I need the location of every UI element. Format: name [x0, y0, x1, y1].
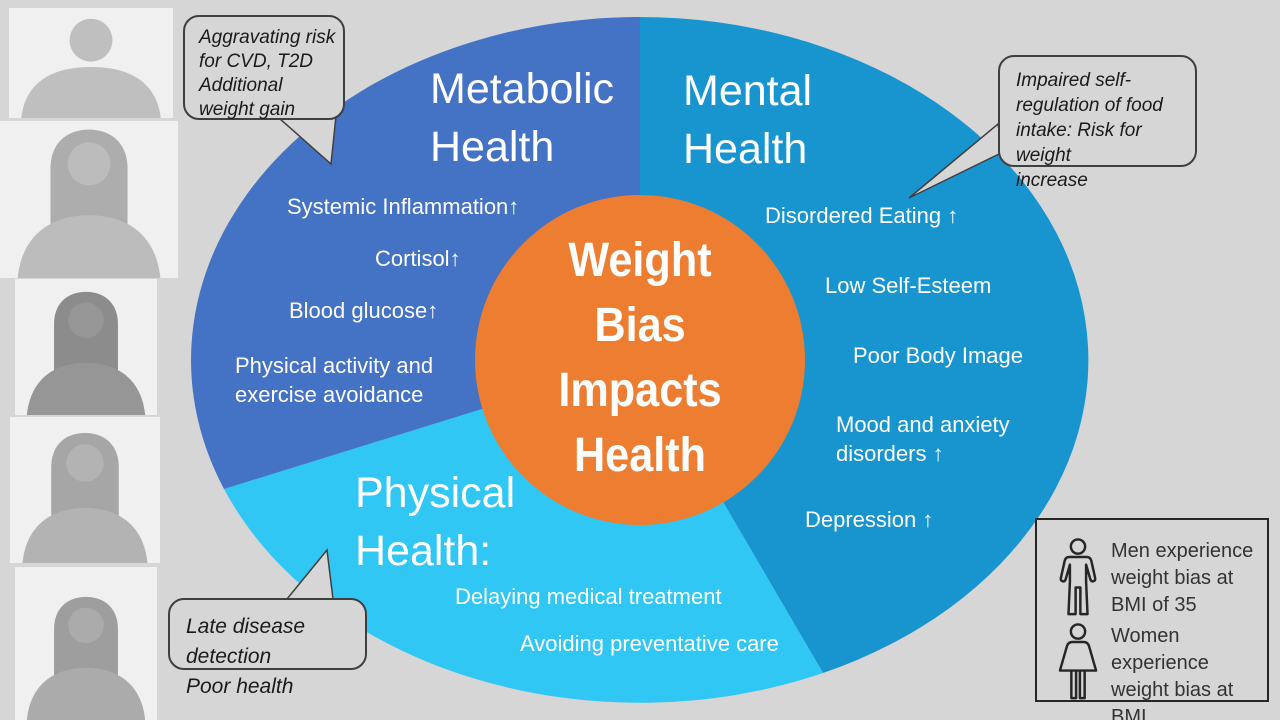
physical-item: Avoiding preventative care: [520, 631, 779, 656]
mental-item: Depression ↑: [805, 507, 934, 532]
mental-item: Mood and anxiety disorders ↑: [836, 412, 1010, 466]
bmi-women-text: Women experience weight bias at BMI of 2…: [1111, 625, 1234, 720]
female-figure-icon: [1058, 623, 1098, 700]
metabolic-callout: Aggravating risk for CVD, T2D Additional…: [183, 15, 345, 120]
metabolic-item: Blood glucose↑: [289, 298, 439, 323]
metabolic-health-title: Metabolic Health: [430, 65, 615, 171]
mental-callout: Impaired self- regulation of food intake…: [998, 55, 1197, 191]
center-title: Weight Bias Impacts Health: [558, 234, 722, 482]
center-circle: [475, 195, 805, 525]
bmi-men-text: Men experience weight bias at BMI of 35: [1111, 540, 1254, 616]
bmi-men-row: Men experience weight bias at BMI of 35: [1055, 538, 1253, 619]
physical-callout: Late disease detection Poor health: [168, 598, 367, 698]
mental-item: Poor Body Image: [853, 343, 1023, 368]
portrait-photo-4: [10, 417, 160, 563]
metabolic-item: Systemic Inflammation↑: [287, 194, 520, 219]
male-figure-icon: [1059, 538, 1097, 616]
portrait-photo-5: [15, 567, 157, 720]
metabolic-item: Physical activity and exercise avoidance: [235, 353, 434, 407]
mental-item: Low Self-Esteem: [825, 273, 992, 298]
person-silhouette-icon: [21, 18, 161, 118]
bmi-women-row: Women experience weight bias at BMI of 2…: [1055, 623, 1267, 720]
portrait-photo-2: [0, 121, 178, 278]
portrait-photo-1: [9, 8, 173, 118]
physical-health-title: Physical Health:: [355, 469, 516, 575]
person-silhouette-icon: [17, 129, 161, 278]
physical-item: Delaying medical treatment: [455, 584, 722, 609]
mental-health-segment: [640, 17, 1089, 673]
portrait-photo-3: [15, 279, 157, 415]
mental-item: Disordered Eating ↑: [765, 203, 959, 228]
mental-health-title: Mental Health: [683, 67, 813, 173]
person-silhouette-icon: [22, 433, 148, 563]
bmi-info-box: Men experience weight bias at BMI of 35 …: [1035, 518, 1269, 720]
person-silhouette-icon: [26, 596, 146, 720]
person-silhouette-icon: [26, 291, 146, 415]
metabolic-item: Cortisol↑: [375, 246, 461, 271]
